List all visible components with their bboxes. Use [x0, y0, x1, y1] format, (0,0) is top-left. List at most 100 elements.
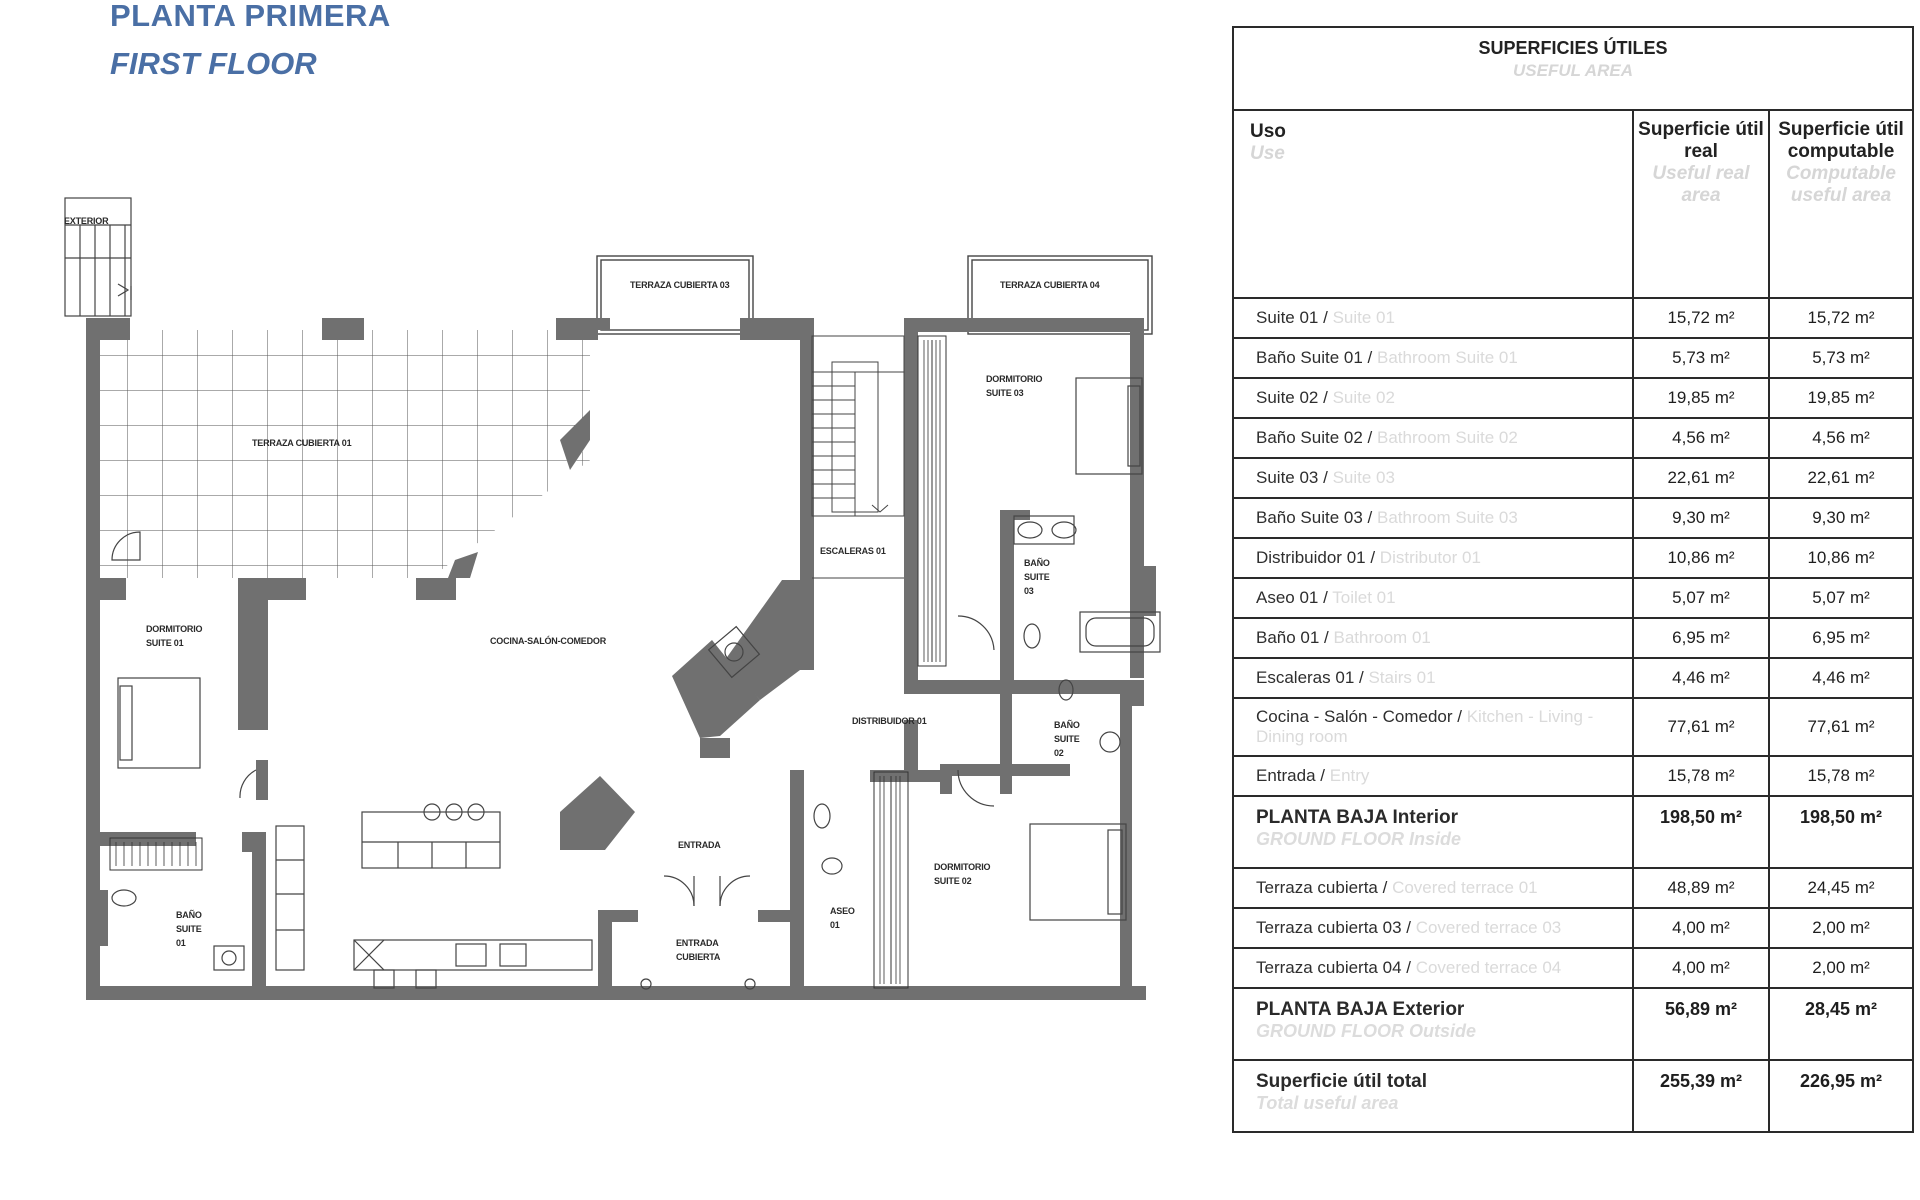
furniture [111, 377, 1161, 990]
label-dormitorio-3-a: DORMITORIO [986, 374, 1043, 384]
row-real-area: 5,07 m² [1632, 577, 1770, 619]
row-use-es: Aseo 01 / [1256, 588, 1328, 607]
row-use-es: Terraza cubierta / [1256, 878, 1388, 897]
row-use-es: Suite 01 / [1256, 308, 1328, 327]
row-use-en: Bathroom Suite 01 [1377, 348, 1518, 367]
table-row: Entrada / Entry 15,78 m² 15,78 m² [1232, 755, 1915, 797]
label-bano-1-c: 01 [176, 938, 186, 948]
row-use-en: Bathroom Suite 02 [1377, 428, 1518, 447]
table-row: Baño Suite 02 / Bathroom Suite 02 4,56 m… [1232, 417, 1915, 459]
subtotal-interior-en: GROUND FLOOR Inside [1256, 829, 1462, 849]
walls [86, 318, 1156, 1000]
table-row: Suite 02 / Suite 02 19,85 m² 19,85 m² [1232, 377, 1915, 419]
page-title: PLANTA PRIMERA [110, 0, 391, 33]
table-row: Baño Suite 01 / Bathroom Suite 01 5,73 m… [1232, 337, 1915, 379]
label-escaleras: ESCALERAS 01 [820, 546, 886, 556]
row-use-es: Escaleras 01 / [1256, 668, 1364, 687]
table-row: Cocina - Salón - Comedor / Kitchen - Liv… [1232, 697, 1915, 757]
row-computable-area: 15,78 m² [1767, 755, 1915, 797]
row-use-en: Entry [1329, 766, 1370, 785]
row-real-area: 5,73 m² [1632, 337, 1770, 379]
label-terraza-01: TERRAZA CUBIERTA 01 [252, 438, 352, 448]
label-aseo-b: 01 [830, 920, 840, 930]
column-computable-en: Computable useful area [1786, 163, 1896, 206]
row-real-area: 4,00 m² [1632, 947, 1770, 989]
column-use-en: Use [1250, 143, 1285, 164]
row-use-en: Kitchen - Living - Dining room [1256, 707, 1594, 746]
row-use-en: Suite 02 [1332, 388, 1395, 407]
table-row: Baño 01 / Bathroom 01 6,95 m² 6,95 m² [1232, 617, 1915, 659]
row-use-en: Toilet 01 [1332, 588, 1396, 607]
row-real-area: 15,78 m² [1632, 755, 1770, 797]
table-header-row: Uso Use Superficie útil real Useful real… [1232, 109, 1915, 299]
label-terraza-03: TERRAZA CUBIERTA 03 [630, 280, 730, 290]
row-use-en: Bathroom 01 [1333, 628, 1431, 647]
row-use-en: Distributor 01 [1379, 548, 1481, 567]
label-bano-1-b: SUITE [176, 924, 202, 934]
row-use-es: Entrada / [1256, 766, 1325, 785]
label-entrada: ENTRADA [678, 840, 721, 850]
table-row: Escaleras 01 / Stairs 01 4,46 m² 4,46 m² [1232, 657, 1915, 699]
row-real-area: 4,56 m² [1632, 417, 1770, 459]
row-computable-area: 4,46 m² [1767, 657, 1915, 699]
label-cocina: COCINA-SALÓN-COMEDOR [490, 635, 607, 646]
total-en: Total useful area [1256, 1093, 1399, 1113]
row-use-en: Suite 03 [1332, 468, 1395, 487]
area-table: SUPERFICIES ÚTILES USEFUL AREA Uso Use S… [1231, 26, 1915, 1133]
column-header-use: Uso Use [1232, 109, 1634, 299]
label-terraza-04: TERRAZA CUBIERTA 04 [1000, 280, 1100, 290]
label-bano-1-a: BAÑO [176, 910, 202, 920]
label-distribuidor: DISTRIBUIDOR 01 [852, 716, 927, 726]
label-dormitorio-1-a: DORMITORIO [146, 624, 203, 634]
row-computable-area: 19,85 m² [1767, 377, 1915, 419]
table-row: Baño Suite 03 / Bathroom Suite 03 9,30 m… [1232, 497, 1915, 539]
row-use-es: Terraza cubierta 03 / [1256, 918, 1411, 937]
table-row: Terraza cubierta 03 / Covered terrace 03… [1232, 907, 1915, 949]
row-computable-area: 15,72 m² [1767, 297, 1915, 339]
column-real-en: Useful real area [1652, 163, 1750, 206]
row-real-area: 22,61 m² [1632, 457, 1770, 499]
label-bano-2-b: SUITE [1054, 734, 1080, 744]
column-header-computable: Superficie útil computable Computable us… [1767, 109, 1915, 299]
column-use-es: Uso [1250, 121, 1286, 142]
total-computable: 226,95 m² [1767, 1059, 1915, 1133]
subtotal-interior-real: 198,50 m² [1632, 795, 1770, 869]
row-real-area: 6,95 m² [1632, 617, 1770, 659]
row-use-en: Covered terrace 01 [1392, 878, 1538, 897]
row-use-es: Baño 01 / [1256, 628, 1329, 647]
row-use-en: Suite 01 [1332, 308, 1395, 327]
table-title-row: SUPERFICIES ÚTILES USEFUL AREA [1231, 26, 1915, 111]
row-use-es: Baño Suite 01 / [1256, 348, 1373, 367]
row-use-en: Covered terrace 04 [1415, 958, 1562, 977]
terraza-03-enclosure [596, 255, 754, 335]
row-use-en: Covered terrace 03 [1415, 918, 1562, 937]
total-es: Superficie útil total [1256, 1071, 1428, 1092]
row-real-area: 48,89 m² [1632, 867, 1770, 909]
table-title: SUPERFICIES ÚTILES USEFUL AREA [1231, 26, 1915, 111]
row-computable-area: 77,61 m² [1767, 697, 1915, 757]
exterior-stair [64, 197, 132, 317]
label-entrada-cubierta-b: CUBIERTA [676, 952, 721, 962]
row-real-area: 9,30 m² [1632, 497, 1770, 539]
row-computable-area: 5,73 m² [1767, 337, 1915, 379]
table-title-es: SUPERFICIES ÚTILES [1478, 38, 1668, 58]
row-real-area: 4,00 m² [1632, 907, 1770, 949]
row-use-es: Suite 02 / [1256, 388, 1328, 407]
label-dormitorio-1-b: SUITE 01 [146, 638, 184, 648]
column-real-es: Superficie útil real [1638, 119, 1764, 162]
row-real-area: 4,46 m² [1632, 657, 1770, 699]
label-bano-3-a: BAÑO [1024, 558, 1050, 568]
row-computable-area: 5,07 m² [1767, 577, 1915, 619]
table-row: Aseo 01 / Toilet 01 5,07 m² 5,07 m² [1232, 577, 1915, 619]
doors [239, 615, 995, 907]
label-dormitorio-2-b: SUITE 02 [934, 876, 972, 886]
table-row: Suite 01 / Suite 01 15,72 m² 15,72 m² [1232, 297, 1915, 339]
staircase [811, 335, 905, 579]
row-use-es: Terraza cubierta 04 / [1256, 958, 1411, 977]
label-bano-3-c: 03 [1024, 586, 1034, 596]
table-row: Terraza cubierta / Covered terrace 01 48… [1232, 867, 1915, 909]
label-dormitorio-3-b: SUITE 03 [986, 388, 1024, 398]
row-use-en: Stairs 01 [1368, 668, 1436, 687]
